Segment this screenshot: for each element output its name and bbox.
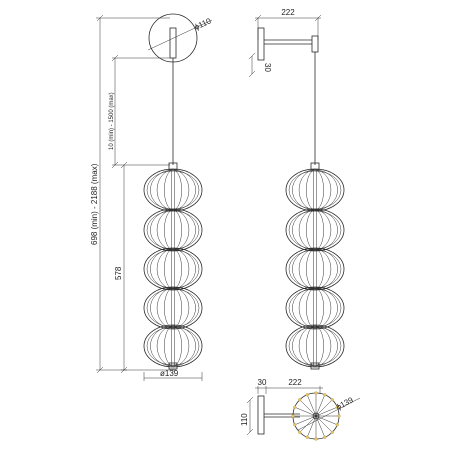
rib-tip — [293, 405, 297, 409]
shade-rib — [315, 399, 333, 417]
globe — [143, 247, 203, 291]
shade-rib — [315, 415, 326, 438]
rib-tip — [298, 398, 302, 402]
rib-tip — [305, 435, 309, 439]
shade-rib — [294, 415, 317, 426]
total-height-label: 698 (min) - 2188 (max) — [90, 163, 99, 245]
canopy-mount — [169, 27, 177, 59]
shade-rib — [315, 394, 326, 417]
shade-rib — [315, 415, 338, 426]
shade-top-view — [291, 391, 341, 441]
globe — [143, 286, 203, 330]
rib-tip — [337, 414, 341, 418]
shade-rib — [299, 415, 317, 433]
rib-tip — [330, 430, 334, 434]
rib-tip — [314, 391, 318, 395]
arm-end-holder — [311, 35, 319, 53]
shade-rib — [315, 406, 338, 417]
rib-tip — [323, 435, 327, 439]
rib-tip — [330, 398, 334, 402]
globe — [285, 208, 345, 252]
canopy-depth-label: 30 — [263, 63, 272, 72]
globe — [285, 168, 345, 212]
rib-tip — [335, 405, 339, 409]
rib-tip — [323, 393, 327, 397]
arm-length-label-bottom: 222 — [288, 378, 302, 387]
globe — [285, 324, 345, 368]
wall-plate-top — [257, 395, 265, 435]
arm-length-label-top: 222 — [281, 8, 295, 17]
globe-stack-front — [143, 168, 203, 368]
side-view: 222 30 — [248, 8, 345, 370]
rib-tip — [298, 430, 302, 434]
rib-tip — [293, 423, 297, 427]
canopy-height-label-bottom: 110 — [240, 413, 249, 426]
globe — [285, 247, 345, 291]
globe-stack-side — [285, 168, 345, 368]
rib-tip — [291, 414, 295, 418]
shade-rib — [315, 415, 333, 433]
top-view: 30 222 110 ϕ139 — [240, 378, 361, 441]
shade-rib — [306, 394, 317, 417]
rib-tip — [335, 423, 339, 427]
shade-rib — [299, 399, 317, 417]
rib-tip — [314, 437, 318, 441]
body-diameter-label: ø139 — [160, 369, 179, 378]
shade-diameter-label: ϕ139 — [335, 395, 355, 412]
globe — [143, 208, 203, 252]
canopy-diameter-label: ϕ110 — [193, 16, 213, 32]
shade-rib — [294, 406, 317, 417]
depth-label-bottom: 30 — [258, 378, 267, 387]
shade-rib — [306, 415, 317, 438]
front-view: ϕ110 698 (min) - 2188 (max) 10 (min) - 1… — [90, 13, 213, 381]
bottom-cap — [168, 362, 178, 370]
canopy-circle — [148, 13, 198, 63]
globe — [285, 286, 345, 330]
rib-tip — [305, 393, 309, 397]
globe — [143, 168, 203, 212]
body-height-label: 578 — [114, 266, 123, 280]
globe — [143, 324, 203, 368]
wall-plate — [257, 27, 265, 61]
cable-length-label: 10 (min) - 1500 (max) — [109, 92, 115, 150]
